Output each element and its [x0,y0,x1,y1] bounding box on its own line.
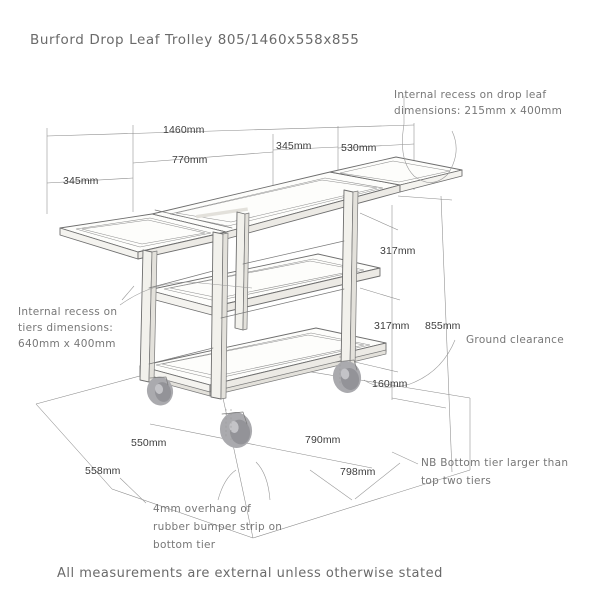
dimension-overall-height: 855mm [425,320,461,332]
annotation-tier-recess-line2: tiers dimensions: [18,322,114,334]
dimension-tier-gap-upper: 317mm [380,245,416,257]
annotation-bumper-line2: rubber bumper strip on [153,521,283,533]
dimension-depth-inner: 550mm [131,437,167,449]
dimension-base-length-outer: 798mm [340,466,376,478]
annotation-bottom-tier-line2: top two tiers [421,475,492,487]
dimension-body-width: 770mm [172,154,208,166]
annotation-bottom-tier-line1: NB Bottom tier larger than [421,457,569,469]
annotation-bumper-line3: bottom tier [153,539,216,551]
annotation-bumper-line1: 4mm overhang of [153,503,252,515]
page-title: Burford Drop Leaf Trolley 805/1460x558x8… [30,32,360,48]
casters [146,356,362,448]
caster-front-center [219,409,253,448]
dimension-leaf-right-b: 530mm [341,142,377,154]
dimension-overall-width: 1460mm [163,124,205,136]
footer-note: All measurements are external unless oth… [57,566,443,581]
right-dimension-lines [354,195,453,473]
annotation-drop-leaf-recess-line1: Internal recess on drop leaf [394,89,547,101]
leader-lines [119,96,457,504]
annotation-drop-leaf-recess-line2: dimensions: 215mm x 400mm [394,105,563,117]
annotation-ground-clearance-line1: Ground clearance [466,334,564,346]
dimension-leaf-right-a: 345mm [276,140,312,152]
legs [139,189,359,400]
annotation-tier-recess-line3: 640mm x 400mm [18,338,116,350]
drop-leaf-left [59,207,248,260]
dimension-leaf-left: 345mm [63,175,99,187]
dimension-depth-outer: 558mm [85,465,121,477]
dimension-tier-gap-lower: 317mm [374,320,410,332]
trolley-assembly [59,156,463,448]
caster-front-left [146,376,174,406]
middle-shelf [147,253,381,316]
dimension-ground-clearance: 160mm [372,378,408,390]
dimension-base-length-inner: 790mm [305,434,341,446]
annotation-tier-recess-line1: Internal recess on [18,306,118,318]
caster-back-right [332,356,362,393]
